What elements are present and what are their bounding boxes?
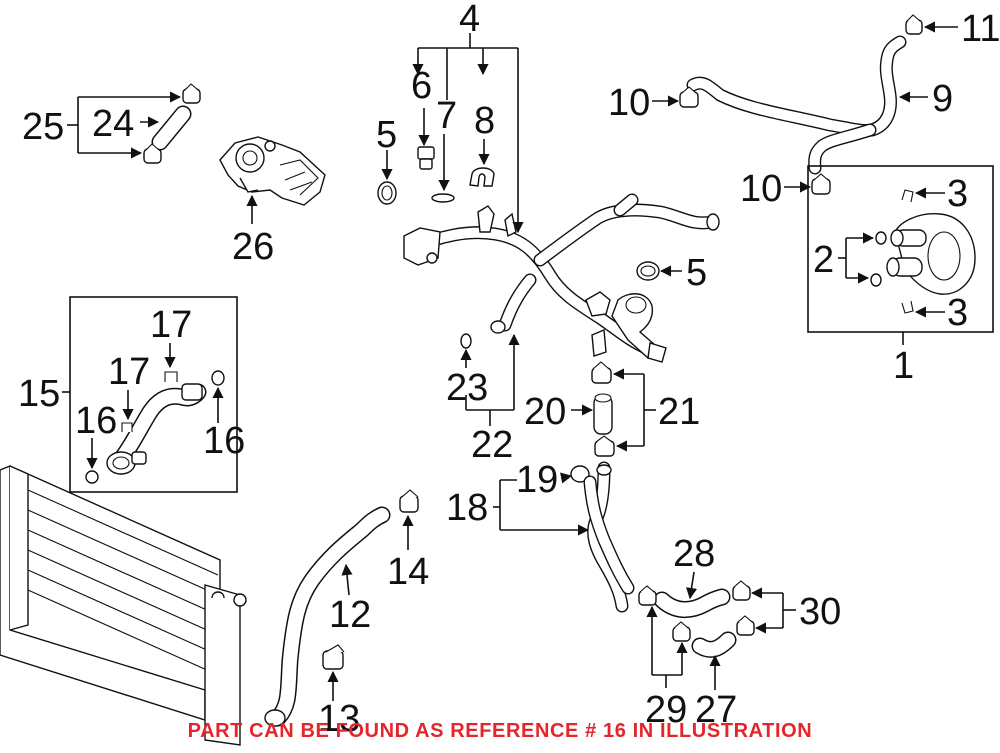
clamp-11 — [905, 14, 923, 35]
o-ring-7 — [431, 193, 455, 203]
o-ring-23 — [460, 333, 472, 349]
callout-9: 9 — [932, 78, 953, 120]
callout-5b: 5 — [686, 252, 707, 294]
callout-26: 26 — [232, 226, 274, 268]
callout-16a: 16 — [75, 400, 117, 442]
clamp-29a — [638, 585, 657, 606]
callout-labels: 1 2 3 3 4 5 5 6 7 8 9 10 10 11 12 13 14 … — [18, 0, 1000, 740]
o-ring-16a — [85, 470, 99, 484]
o-ring-2b — [870, 273, 882, 287]
callout-19: 19 — [516, 459, 558, 501]
coolant-pipe-4 — [403, 193, 720, 363]
clamp-10b — [811, 173, 831, 195]
callout-18: 18 — [446, 487, 488, 529]
clip-8 — [469, 167, 495, 187]
callout-20: 20 — [524, 391, 566, 433]
callout-4: 4 — [459, 0, 480, 40]
callout-17b: 17 — [108, 351, 150, 393]
callout-17a: 17 — [150, 304, 192, 346]
box-1 — [807, 165, 994, 333]
callout-3a: 3 — [947, 173, 968, 215]
callout-11: 11 — [961, 8, 1000, 50]
callout-16b: 16 — [203, 420, 245, 462]
callout-23: 23 — [446, 367, 488, 409]
callout-24: 24 — [92, 103, 134, 145]
hose-24 — [151, 105, 192, 151]
clamp-25a — [182, 83, 201, 104]
lower-radiator-hose — [264, 506, 391, 727]
callout-21: 21 — [658, 391, 700, 433]
clamp-25b — [143, 143, 162, 164]
clamp-21b — [594, 435, 615, 457]
clip-17b — [164, 371, 178, 382]
reference-note: PART CAN BE FOUND AS REFERENCE # 16 IN I… — [187, 720, 813, 742]
hose-15 — [106, 383, 207, 475]
callout-10a: 10 — [608, 82, 650, 124]
hose-clamp-14 — [399, 489, 419, 513]
callout-28: 28 — [673, 533, 715, 575]
callout-2: 2 — [813, 239, 834, 281]
radiator — [0, 464, 247, 746]
box-15 — [69, 296, 238, 493]
water-pump-26 — [219, 136, 326, 206]
clamp-30b — [736, 615, 755, 636]
callout-8: 8 — [474, 100, 495, 142]
callout-3b: 3 — [947, 292, 968, 334]
clip-3b — [901, 300, 914, 314]
hose-clamp-13 — [322, 644, 345, 670]
sensor-6 — [417, 146, 435, 170]
callout-10b: 10 — [740, 168, 782, 210]
callout-27: 27 — [695, 689, 737, 731]
callout-5a: 5 — [376, 114, 397, 156]
hose-20 — [593, 393, 613, 435]
clamp-30a — [732, 580, 751, 601]
callout-14: 14 — [387, 551, 429, 593]
clamp-21a — [591, 361, 612, 384]
callout-15: 15 — [18, 373, 60, 415]
callout-1: 1 — [893, 345, 914, 387]
callout-29: 29 — [645, 689, 687, 731]
clip-3a — [901, 189, 914, 203]
callout-7: 7 — [436, 95, 457, 137]
callout-30: 30 — [799, 591, 841, 633]
callout-6: 6 — [411, 65, 432, 107]
thermostat-housing-1 — [886, 213, 976, 295]
hose-27 — [691, 631, 737, 658]
o-ring-2a — [875, 231, 887, 245]
callout-13: 13 — [318, 698, 360, 740]
callout-22: 22 — [471, 424, 513, 466]
clamp-29b — [672, 621, 691, 642]
callout-25: 25 — [22, 106, 64, 148]
o-ring-16b — [211, 370, 225, 386]
leader-lines — [62, 21, 958, 701]
coolant-pipe-18 — [583, 461, 635, 613]
coolant-pipe-9 — [686, 35, 907, 175]
callout-12: 12 — [329, 594, 371, 636]
clip-17a — [121, 422, 133, 432]
hose-28 — [653, 588, 731, 618]
clamp-10a — [679, 86, 699, 108]
